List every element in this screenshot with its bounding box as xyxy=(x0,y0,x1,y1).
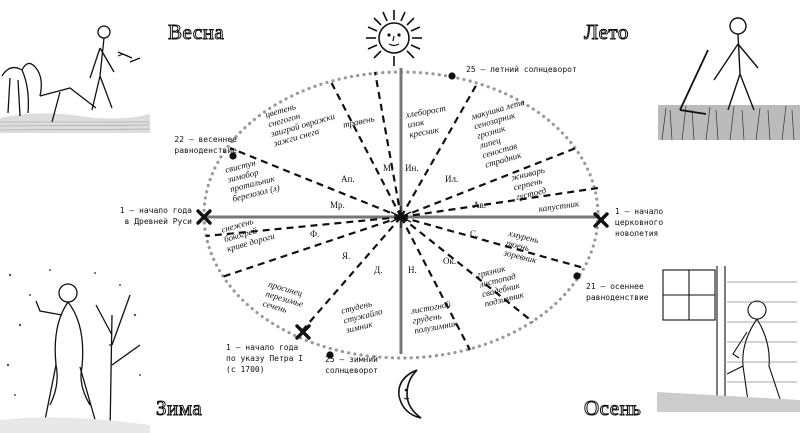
dot-winter-solstice xyxy=(326,351,334,359)
summer-mowing-illustration xyxy=(658,10,800,140)
divider-apr-may xyxy=(329,79,402,218)
abbr-september: С. xyxy=(470,229,479,239)
divider-jul-aug xyxy=(400,146,577,219)
divider-sep-oct xyxy=(400,215,585,270)
divider-mar-apr xyxy=(229,146,402,219)
divider-oct-nov xyxy=(400,216,534,323)
abbr-june: Ин. xyxy=(405,163,419,173)
sun-icon xyxy=(364,8,424,68)
season-spring: Весна xyxy=(167,20,225,45)
divider-nov-dec xyxy=(400,216,471,351)
moon-icon xyxy=(395,368,431,420)
dot-spring-equinox xyxy=(229,152,237,160)
note-peter-new-year: 1 – начало года по указу Петра I (с 1700… xyxy=(226,343,304,374)
season-autumn: Осень xyxy=(583,396,642,421)
divider-jan-feb xyxy=(218,215,402,280)
note-summer-solstice: 25 – летний солнцеворот xyxy=(466,65,577,74)
divider-jun-jul xyxy=(400,81,479,218)
note-new-year-rus: 1 – начало года в Древней Руси xyxy=(119,206,192,226)
abbr-july: Ил. xyxy=(445,174,459,184)
note-winter-solstice: 25 – зимний солнцеворот xyxy=(325,355,378,375)
note-spring-equinox: 22 – весеннее равноденствие xyxy=(174,135,237,155)
season-winter: Зима xyxy=(155,396,203,421)
abbr-february: Ф. xyxy=(310,229,320,239)
cross-peter-new-year xyxy=(295,324,311,340)
dot-autumn-equinox xyxy=(573,272,581,280)
abbr-january: Я. xyxy=(342,251,351,261)
autumn-window-illustration xyxy=(657,262,800,412)
divider-feb-mar xyxy=(205,215,402,238)
cross-church-new-year xyxy=(593,212,609,228)
abbr-august: Ав. xyxy=(473,200,486,210)
season-summer: Лето xyxy=(584,20,629,45)
dot-summer-solstice xyxy=(448,72,456,80)
abbr-april: Ап. xyxy=(341,174,355,184)
divider-aug-sep xyxy=(400,186,599,219)
abbr-march: Мр. xyxy=(330,200,345,210)
abbr-may: М. xyxy=(383,163,394,173)
winter-walk-illustration xyxy=(0,255,150,433)
note-church-new-year: 1 – начало церковного новолетия xyxy=(615,207,664,238)
note-autumn-equinox: 21 – осеннее равноденствие xyxy=(586,282,649,302)
spring-plowing-illustration xyxy=(0,18,150,133)
abbr-november: Н. xyxy=(408,265,417,275)
abbr-december: Д. xyxy=(374,265,383,275)
divider-may-jun xyxy=(373,71,403,218)
divider-dec-jan xyxy=(300,216,402,333)
center-star xyxy=(390,206,412,228)
cross-new-year-rus xyxy=(196,209,212,225)
abbr-october: Ок. xyxy=(443,256,457,266)
